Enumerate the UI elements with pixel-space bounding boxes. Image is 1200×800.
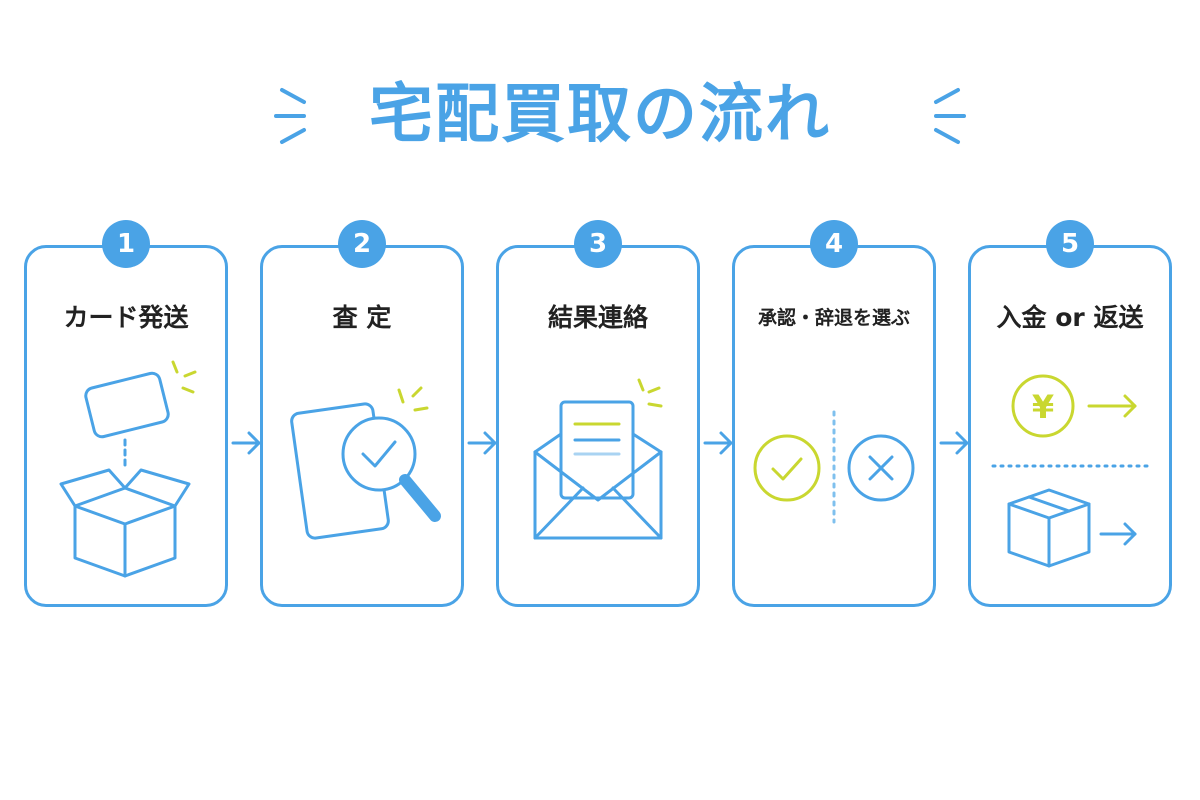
step-card-4: 4 承認・辞退を選ぶ: [732, 220, 936, 607]
step-card-1: 1 カード発送: [24, 220, 228, 607]
step-card-3: 3 結果連絡: [496, 220, 700, 607]
envelope-letter-icon: [533, 378, 663, 540]
arrow-right-icon: [703, 431, 733, 455]
step-label: 入金 or 返送: [996, 303, 1144, 332]
yen-and-box-icon: ¥: [991, 374, 1149, 568]
step-label: 承認・辞退を選ぶ: [757, 307, 910, 329]
title-area: 宅配買取の流れ: [0, 70, 1200, 170]
step-label: 査 定: [332, 303, 392, 332]
arrow-right-icon: [231, 431, 261, 455]
sparkle-right-icon: [934, 88, 966, 144]
arrow-right-icon: [939, 431, 969, 455]
arrow-right-icon: [467, 431, 497, 455]
step-number-badge: 1: [102, 220, 150, 268]
approve-decline-icon: [753, 410, 915, 524]
step-label: カード発送: [63, 303, 189, 332]
yen-symbol: ¥: [1032, 388, 1054, 426]
package-card-icon: [59, 360, 197, 578]
step-number-badge: 2: [338, 220, 386, 268]
step-number-badge: 5: [1046, 220, 1094, 268]
step-number-badge: 3: [574, 220, 622, 268]
step-card-2: 2 査 定: [260, 220, 464, 607]
step-label: 結果連絡: [547, 303, 648, 332]
page-title: 宅配買取の流れ: [369, 78, 831, 152]
step-card-5: 5 入金 or 返送 ¥: [968, 220, 1172, 607]
step-number-badge: 4: [810, 220, 858, 268]
magnifier-document-icon: [290, 386, 441, 540]
sparkle-left-icon: [274, 88, 306, 144]
